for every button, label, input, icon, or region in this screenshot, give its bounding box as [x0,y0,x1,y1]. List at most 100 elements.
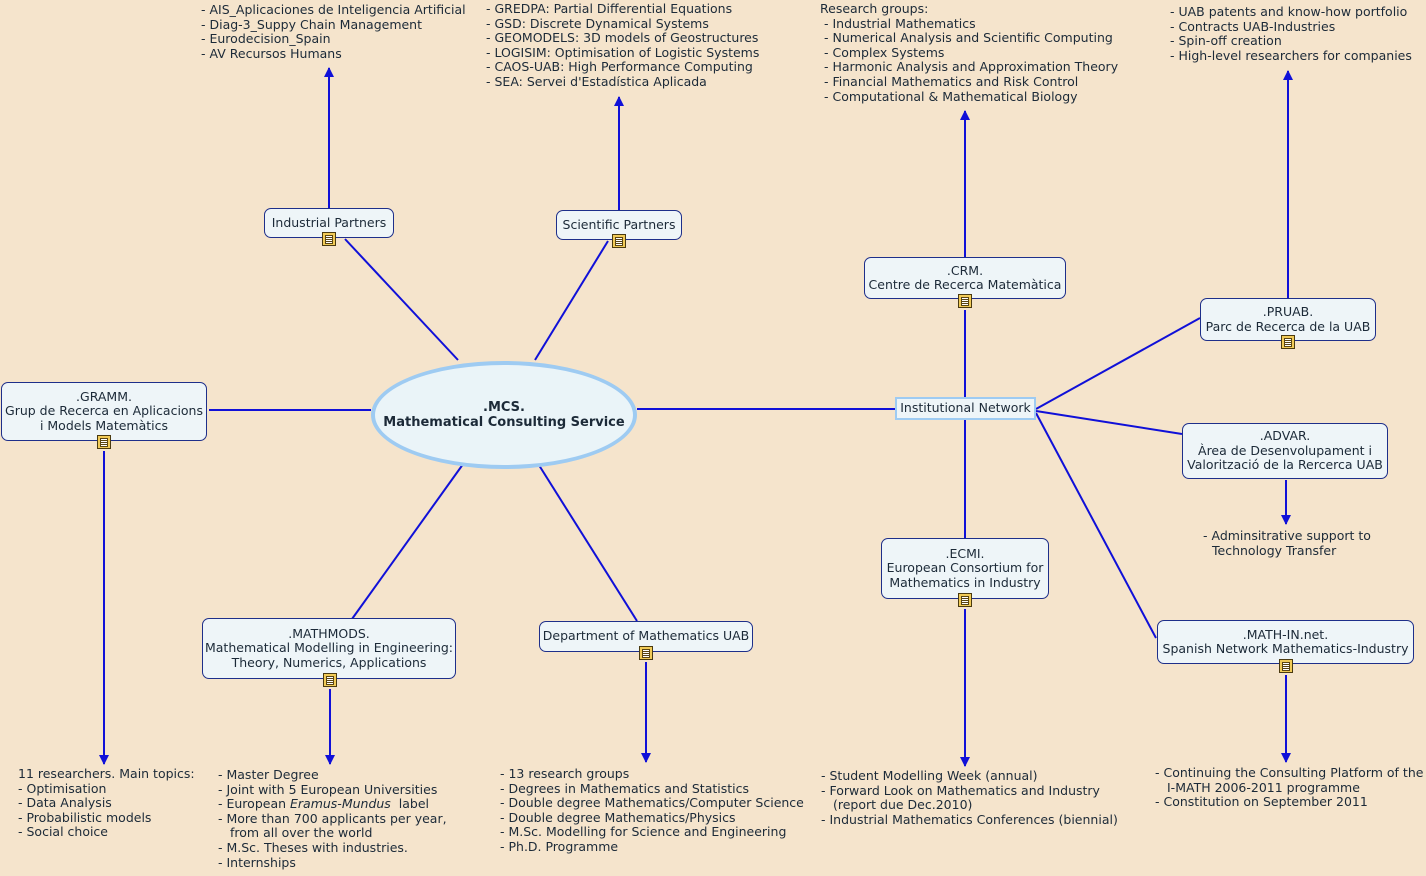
department-list: - 13 research groups - Degrees in Mathem… [500,766,804,855]
list-item: - Social choice [18,824,108,840]
mathmods-list: - Master Degree - Joint with 5 European … [218,767,447,870]
list-item: - GREDPA: Partial Differential Equations [486,1,733,16]
list-item: - AIS_Aplicaciones de Inteligencia Artif… [201,2,466,17]
list-item: - Eurodecision_Spain [201,31,331,47]
industrial-label: Industrial Partners [271,214,387,230]
mathin-line2: Spanish Network Mathematics-Industry [1162,641,1409,656]
ecmi-line1: .ECMI. [945,545,985,561]
list-item: - Joint with 5 European Universities [218,781,438,797]
crm-line1: .CRM. [946,262,984,278]
crm-line2: Centre de Recerca Matemàtica [868,277,1062,292]
list-text: label [390,796,430,812]
center-title: .MCS. [483,400,525,415]
advar-list: - Adminsitrative support to Technology T… [1203,528,1371,558]
list-item: - Industrial Mathematics Conferences (bi… [821,811,1118,827]
note-icon[interactable] [323,673,337,687]
list-heading: 11 researchers. Main topics: [18,766,195,781]
node-mathmods[interactable]: .MATHMODS. Mathematical Modelling in Eng… [202,618,456,679]
list-item: - Diag-3_Suppy Chain Management [201,16,423,32]
scientific-partners-list: - GREDPA: Partial Differential Equations… [486,1,760,90]
list-item: - Contracts UAB-Industries [1170,18,1336,34]
center-node-mcs[interactable]: .MCS. Mathematical Consulting Service [371,361,637,469]
list-item: - Optimisation [18,780,107,796]
list-item: - Industrial Mathematics [824,15,976,31]
list-item: - High-level researchers for companies [1170,47,1412,63]
list-item: - Forward Look on Mathematics and Indust… [821,782,1100,798]
list-item: - Spin-off creation [1170,33,1282,49]
list-item: - M.Sc. Modelling for Science and Engine… [500,824,787,840]
list-item: - Numerical Analysis and Scientific Comp… [824,30,1113,46]
list-item: - Master Degree [218,767,319,782]
list-heading: Research groups: [820,1,929,16]
list-item: - Double degree Mathematics/Physics [500,809,736,825]
list-item: - SEA: Servei d'Estadística Aplicada [486,73,707,89]
list-item: Technology Transfer [1212,542,1337,558]
list-item: - Adminsitrative support to [1203,528,1371,543]
list-item: - Computational & Mathematical Biology [824,88,1078,104]
note-icon[interactable] [1281,335,1295,349]
node-mathin[interactable]: .MATH-IN.net. Spanish Network Mathematic… [1157,620,1414,664]
node-institutional-network[interactable]: Institutional Network [895,397,1036,420]
mathmods-line1: .MATHMODS. [288,625,370,641]
list-item: - GEOMODELS: 3D models of Geostructures [486,30,759,46]
department-label: Department of Mathematics UAB [542,628,750,644]
note-icon[interactable] [1279,659,1293,673]
list-item: - LOGISIM: Optimisation of Logistic Syst… [486,44,760,60]
node-pruab[interactable]: .PRUAB. Parc de Recerca de la UAB [1200,298,1376,341]
list-item: - Double degree Mathematics/Computer Sci… [500,795,804,811]
list-item: - Continuing the Consulting Platform of … [1155,765,1424,780]
pruab-line1: .PRUAB. [1262,304,1314,319]
ecmi-line2: European Consortium for [886,560,1044,576]
list-item: - Degrees in Mathematics and Statistics [500,780,749,796]
node-gramm[interactable]: .GRAMM. Grup de Recerca en Aplicacions i… [1,382,207,441]
ecmi-list: - Student Modelling Week (annual) - Forw… [821,768,1118,827]
list-item: - Probabilistic models [18,809,152,825]
note-icon[interactable] [322,232,336,246]
list-item: - Student Modelling Week (annual) [821,768,1038,783]
list-item: - Constitution on September 2011 [1155,794,1368,810]
list-item: - GSD: Discrete Dynamical Systems [486,15,709,31]
gramm-line1: .GRAMM. [76,388,132,404]
list-item: - CAOS-UAB: High Performance Computing [486,59,753,75]
note-icon[interactable] [97,435,111,449]
list-item: - 13 research groups [500,766,630,781]
list-item: - Ph.D. Programme [500,838,619,854]
ecmi-line3: Mathematics in Industry [889,574,1041,590]
list-item: - Data Analysis [18,795,112,811]
gramm-line3: i Models Matemàtics [39,417,169,433]
list-item: I-MATH 2006-2011 programme [1167,779,1360,795]
crm-research-groups-list: Research groups: - Industrial Mathematic… [820,1,1119,104]
list-item: from all over the world [230,825,373,841]
list-item: - European Eramus-Mundus label [218,796,447,812]
mathin-line1: .MATH-IN.net. [1242,626,1329,642]
mathin-list: - Continuing the Consulting Platform of … [1155,765,1424,810]
list-item: - More than 700 applicants per year, [218,810,447,826]
node-crm[interactable]: .CRM. Centre de Recerca Matemàtica [864,257,1066,299]
scientific-label: Scientific Partners [562,216,676,232]
gramm-line2: Grup de Recerca en Aplicacions [5,403,203,419]
list-item: - Harmonic Analysis and Approximation Th… [824,59,1119,75]
advar-line2: Àrea de Desenvolupament i [1198,442,1372,458]
institutional-label: Institutional Network [900,400,1031,416]
list-item: - M.Sc. Theses with industries. [218,839,408,855]
list-item: - AV Recursos Humans [201,45,342,61]
advar-line3: Valorització de la Rercerca UAB [1187,457,1383,473]
note-icon[interactable] [639,646,653,660]
pruab-list: - UAB patents and know-how portfolio - C… [1170,4,1412,63]
list-item: - UAB patents and know-how portfolio [1170,4,1408,19]
note-icon[interactable] [958,593,972,607]
center-subtitle: Mathematical Consulting Service [383,415,625,430]
node-advar[interactable]: .ADVAR. Àrea de Desenvolupament i Valori… [1182,423,1388,479]
note-icon[interactable] [958,294,972,308]
mathmods-line2: Mathematical Modelling in Engineering: [204,640,454,656]
mathmods-line3: Theory, Numerics, Applications [231,654,427,670]
emphasis-text: Eramus-Mundus [290,796,391,812]
advar-line1: .ADVAR. [1259,428,1311,444]
note-icon[interactable] [612,234,626,248]
list-item: - Financial Mathematics and Risk Control [824,73,1079,89]
list-item: (report due Dec.2010) [833,797,973,813]
gramm-topics-list: 11 researchers. Main topics: - Optimisat… [18,766,195,840]
list-item: - Complex Systems [824,44,945,60]
node-ecmi[interactable]: .ECMI. European Consortium for Mathemati… [881,538,1049,599]
